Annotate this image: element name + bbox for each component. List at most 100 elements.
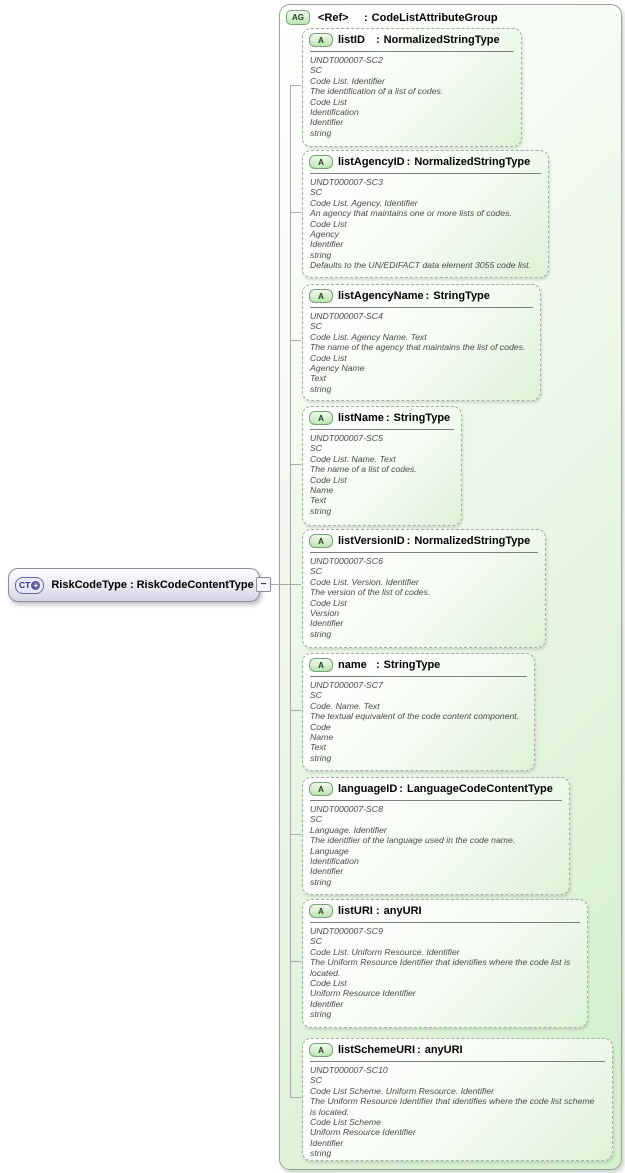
attribute-box[interactable]: A listVersionID : NormalizedStringType U… xyxy=(302,529,546,648)
annotation-line: is located. xyxy=(310,1106,350,1117)
annotation-line: Text xyxy=(310,742,327,753)
attribute-header: A listAgencyID : NormalizedStringType xyxy=(303,151,548,171)
annotation-line: An agency that maintains one or more lis… xyxy=(310,208,512,219)
annotation-line: Code xyxy=(310,721,331,732)
annotation-line: Uniform Resource Identifier xyxy=(310,1127,416,1138)
root-element[interactable]: CT + RiskCodeType:RiskCodeContentType xyxy=(8,568,260,602)
annotation-line: The name of the agency that maintains th… xyxy=(310,342,526,353)
annotation-line: SC xyxy=(310,814,323,825)
annotation-line: Version xyxy=(310,608,340,619)
annotation-line: UNDT000007-SC6 xyxy=(310,556,383,566)
connector-stub xyxy=(290,710,301,711)
attribute-box[interactable]: A languageID : LanguageCodeContentType U… xyxy=(302,777,570,895)
annotation-line: Code List xyxy=(310,218,347,229)
attribute-type: StringType xyxy=(383,659,441,671)
connector-stub xyxy=(290,212,301,213)
attribute-type: anyURI xyxy=(383,905,422,917)
attribute-type: NormalizedStringType xyxy=(383,34,500,46)
annotation-line: SC xyxy=(310,566,323,577)
annotation-line: string xyxy=(310,505,332,516)
connector-stub xyxy=(290,340,301,341)
annotation-line: Code List xyxy=(310,597,347,608)
attribute-name: listURI xyxy=(338,905,373,917)
attribute-name: listAgencyID xyxy=(338,156,405,168)
attribute-header: A listAgencyName : StringType xyxy=(303,285,540,305)
attribute-box[interactable]: A listAgencyID : NormalizedStringType UN… xyxy=(302,150,549,278)
connector-stub xyxy=(290,961,301,962)
attribute-type: anyURI xyxy=(424,1044,463,1056)
attribute-header: A name : StringType xyxy=(303,654,534,674)
annotation-line: Code List xyxy=(310,96,347,107)
annotation-line: Text xyxy=(310,373,327,384)
annotation-line: string xyxy=(310,127,332,138)
annotation-line: SC xyxy=(310,443,323,454)
attribute-header: A listSchemeURI : anyURI xyxy=(303,1039,612,1059)
attribute-type: StringType xyxy=(433,290,490,302)
annotation-line: Identification xyxy=(310,856,359,867)
attribute-box[interactable]: A listID : NormalizedStringType UNDT0000… xyxy=(302,28,522,147)
attribute-name: listID xyxy=(338,34,365,46)
attribute-group-header: AG <Ref> : CodeListAttributeGroup xyxy=(286,10,498,25)
annotation-line: Defaults to the UN/EDIFACT data element … xyxy=(310,260,531,271)
annotation-line: The name of a list of codes. xyxy=(310,464,417,475)
annotation-line: string xyxy=(310,1009,332,1020)
separator: : xyxy=(376,905,380,917)
attribute-group-ref: <Ref> xyxy=(318,11,349,24)
annotation-line: Code List. Identifier xyxy=(310,75,385,86)
annotation-line: Identification xyxy=(310,107,359,118)
annotation-line: string xyxy=(310,752,332,763)
complex-type-icon-label: CT xyxy=(19,580,31,590)
attribute-name: listVersionID xyxy=(338,535,405,547)
attribute-group-box[interactable]: AG <Ref> : CodeListAttributeGroup A list… xyxy=(279,4,622,1170)
connector-stub xyxy=(290,1097,301,1098)
annotation-line: Code List xyxy=(310,352,347,363)
annotation-line: located. xyxy=(310,967,341,978)
attribute-header: A languageID : LanguageCodeContentType xyxy=(303,778,569,798)
collapse-toggle[interactable]: − xyxy=(256,577,271,592)
header-separator xyxy=(310,1061,605,1062)
annotation-line: Code List. Uniform Resource. Identifier xyxy=(310,946,460,957)
annotation-line: The version of the list of codes. xyxy=(310,587,431,598)
attribute-icon: A xyxy=(309,534,333,548)
attribute-name: languageID xyxy=(338,783,398,795)
annotation-line: UNDT000007-SC3 xyxy=(310,177,383,187)
attribute-name: listName xyxy=(338,412,384,424)
annotation-line: The Uniform Resource Identifier that ide… xyxy=(310,1096,595,1107)
attribute-icon: A xyxy=(309,411,333,425)
separator: : xyxy=(129,579,134,591)
connector-rail xyxy=(290,85,291,1098)
annotation-line: Identifier xyxy=(310,239,344,250)
annotation-line: Language xyxy=(310,845,349,856)
annotation-line: SC xyxy=(310,187,323,198)
attribute-icon: A xyxy=(309,782,333,796)
annotation-line: Name xyxy=(310,732,334,743)
separator: : xyxy=(376,659,380,671)
complex-type-icon: CT + xyxy=(15,576,45,594)
annotation-line: string xyxy=(310,1148,332,1159)
annotation-line: string xyxy=(310,876,332,887)
root-element-name: RiskCodeType xyxy=(51,579,127,591)
annotation-line: string xyxy=(310,383,332,394)
annotation-line: Code List. Version. Identifier xyxy=(310,576,419,587)
attribute-box[interactable]: A listAgencyName : StringType UNDT000007… xyxy=(302,284,541,401)
minus-icon: − xyxy=(260,578,267,590)
separator: : xyxy=(406,535,411,547)
header-separator xyxy=(310,922,580,923)
attribute-box[interactable]: A listSchemeURI : anyURI UNDT000007-SC10… xyxy=(302,1038,613,1161)
attribute-icon: A xyxy=(309,33,333,47)
annotation-line: Identifier xyxy=(310,866,344,877)
attribute-group-icon: AG xyxy=(286,10,310,25)
annotation-line: string xyxy=(310,628,332,639)
connector-stub xyxy=(290,834,301,835)
annotation-line: Language. Identifier xyxy=(310,824,387,835)
connector-main xyxy=(268,584,301,585)
attribute-type: StringType xyxy=(393,412,451,424)
